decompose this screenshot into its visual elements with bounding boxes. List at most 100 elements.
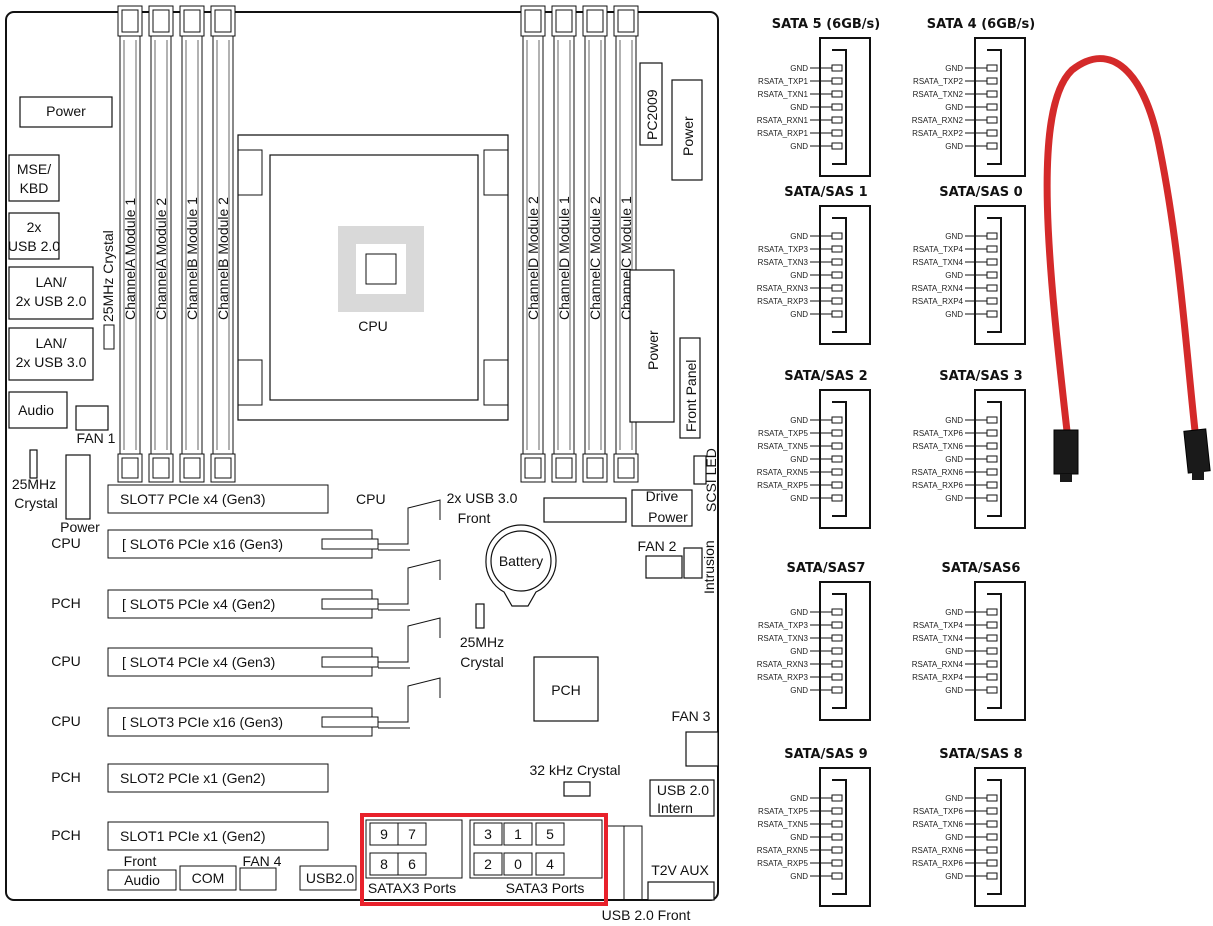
pin-label: RSATA_RXP5 — [757, 859, 808, 868]
pin-label: GND — [790, 310, 808, 319]
intrusion-header — [683, 547, 703, 579]
satax3-ports-label: SATAX3 Ports — [368, 880, 456, 896]
drive-label: Drive — [646, 488, 679, 504]
pcie-slot-5: [ SLOT5 PCIe x4 (Gen2)PCH — [51, 559, 441, 619]
pin-label: GND — [945, 794, 963, 803]
sata-highlight-box — [360, 813, 608, 906]
fan3-label: FAN 3 — [672, 708, 711, 724]
sata-port-7 — [397, 822, 427, 846]
front-audio-label-1: Front — [124, 853, 157, 869]
pin-label: RSATA_RXN6 — [912, 468, 964, 477]
pcie-slot-7: SLOT7 PCIe x4 (Gen3)CPU — [107, 484, 386, 514]
sata-port-4 — [535, 852, 565, 876]
power-connector-top — [19, 96, 113, 128]
pin-label: RSATA_TXP4 — [913, 621, 963, 630]
pin-label: RSATA_TXN5 — [758, 820, 809, 829]
pinout-title: SATA/SAS 9 — [784, 747, 867, 762]
usb20-intern-label-2: Intern — [657, 800, 693, 816]
fan2-label: FAN 2 — [638, 538, 677, 554]
scsi-led-header — [693, 455, 707, 485]
pin-label: GND — [790, 64, 808, 73]
sata-pinout-1: SATA 5 (6GB/s)GNDRSATA_TXP1RSATA_TXN1GND… — [757, 17, 880, 177]
battery-label: Battery — [499, 553, 543, 569]
power-label-left: Power — [60, 519, 100, 535]
sata-port-0 — [503, 852, 533, 876]
slot-owner-label: PCH — [51, 827, 81, 843]
pin-label: GND — [945, 872, 963, 881]
fan1-header — [75, 405, 109, 431]
usb20-intern-header — [649, 779, 715, 817]
cpu-socket: CPU — [237, 134, 509, 421]
dimm-left-label: ChannelB Module 2 — [215, 197, 231, 320]
pin-label: RSATA_RXP2 — [912, 129, 963, 138]
pin-label: RSATA_TXN3 — [758, 634, 809, 643]
pin-label: RSATA_RXP1 — [757, 129, 808, 138]
sata-port-5 — [535, 822, 565, 846]
pch-chip — [533, 656, 599, 722]
usb20-label: USB 2.0 — [8, 238, 60, 254]
sata-port-6 — [397, 852, 427, 876]
riser-outline — [378, 617, 441, 663]
sata-port-3 — [473, 822, 503, 846]
dimm-right-3: ChannelC Module 2 — [582, 5, 608, 483]
pin-label: RSATA_RXN3 — [757, 284, 809, 293]
dimm-left-label: ChannelB Module 1 — [184, 197, 200, 320]
usb30-front-header — [543, 497, 627, 523]
slot-owner-label: CPU — [51, 653, 81, 669]
fan3-header — [685, 731, 719, 767]
sata-port-number: 3 — [484, 826, 492, 842]
pin-label: RSATA_TXN5 — [758, 442, 809, 451]
sata-pinout-4: SATA/SAS 0GNDRSATA_TXP4RSATA_TXN4GNDRSAT… — [912, 185, 1026, 345]
pin-label: GND — [790, 142, 808, 151]
dimm-left-1: ChannelA Module 1 — [117, 5, 143, 483]
pin-label: RSATA_RXP6 — [912, 481, 963, 490]
pin-label: GND — [945, 833, 963, 842]
sata-port-number: 6 — [408, 856, 416, 872]
pin-label: GND — [790, 794, 808, 803]
pc2009-box — [639, 62, 663, 146]
crystal-left-box — [29, 449, 38, 479]
pin-label: RSATA_TXN4 — [913, 634, 964, 643]
pcie-slot-label: SLOT2 PCIe x1 (Gen2) — [120, 770, 266, 786]
pin-label: GND — [790, 103, 808, 112]
sata-pinout-7: SATA/SAS7GNDRSATA_TXP3RSATA_TXN3GNDRSATA… — [757, 561, 871, 721]
crystal-label-2: Crystal — [14, 495, 58, 511]
front-panel-label: Front Panel — [683, 360, 699, 432]
pin-label: RSATA_RXN4 — [912, 284, 964, 293]
lan-label-1: LAN/ — [35, 274, 66, 290]
pin-label: GND — [790, 494, 808, 503]
pin-label: GND — [945, 686, 963, 695]
riser-outline — [378, 559, 441, 605]
audio-port — [8, 391, 68, 429]
pin-label: RSATA_TXN2 — [913, 90, 964, 99]
pcie-slot-contact — [321, 598, 379, 610]
sata-pinout-3: SATA/SAS 1GNDRSATA_TXP3RSATA_TXN3GNDRSAT… — [757, 185, 871, 345]
pin-label: RSATA_RXN1 — [757, 116, 809, 125]
pinout-title: SATA/SAS 1 — [784, 185, 867, 200]
pin-label: RSATA_RXP4 — [912, 297, 963, 306]
front-panel-header — [679, 337, 701, 439]
pin-label: RSATA_TXN6 — [913, 442, 964, 451]
pin-label: GND — [790, 608, 808, 617]
drive-power-connector — [631, 489, 693, 527]
sata-port-2 — [473, 852, 503, 876]
sata-port-number: 1 — [514, 826, 522, 842]
scsi-led-label: SCSI LED — [703, 448, 719, 512]
pin-label: RSATA_TXP6 — [913, 429, 963, 438]
audio-label: Audio — [18, 402, 54, 418]
pin-label: RSATA_RXP4 — [912, 673, 963, 682]
mse-label: MSE/ — [17, 161, 51, 177]
sata-pinout-5: SATA/SAS 2GNDRSATA_TXP5RSATA_TXN5GNDRSAT… — [757, 369, 871, 529]
pcie-slot-1: SLOT1 PCIe x1 (Gen2)PCH — [51, 821, 329, 851]
fan1-label: FAN 1 — [77, 430, 116, 446]
pinout-title: SATA/SAS 8 — [939, 747, 1022, 762]
pin-label: RSATA_RXN3 — [757, 660, 809, 669]
sata3-ports-label: SATA3 Ports — [506, 880, 585, 896]
pin-label: GND — [790, 271, 808, 280]
dimm-right-1: ChannelD Module 2 — [520, 5, 546, 483]
sata-pinout-8: SATA/SAS6GNDRSATA_TXP4RSATA_TXN4GNDRSATA… — [912, 561, 1026, 721]
power-connector-right-top — [671, 79, 703, 181]
